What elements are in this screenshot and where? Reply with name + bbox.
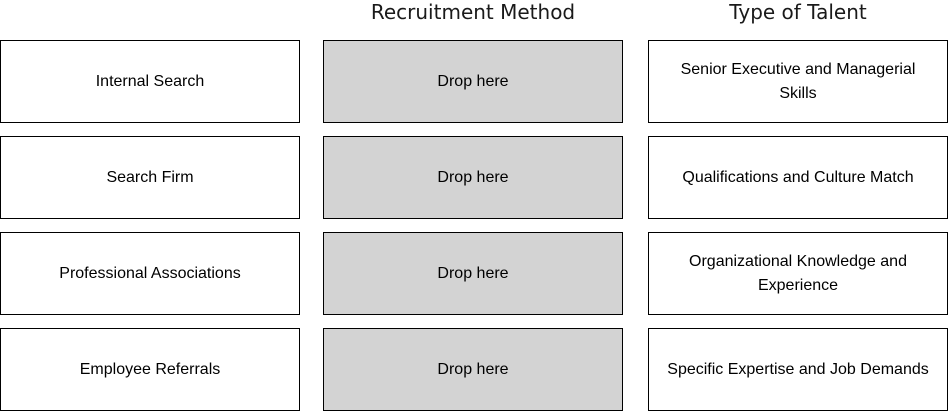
drop-zone-3[interactable]: Drop here — [323, 232, 623, 315]
draggable-card-employee-referrals[interactable]: Employee Referrals — [0, 328, 300, 411]
talent-type-senior-executive: Senior Executive and Managerial Skills — [648, 40, 948, 123]
draggable-card-search-firm[interactable]: Search Firm — [0, 136, 300, 219]
drop-zone-2[interactable]: Drop here — [323, 136, 623, 219]
talent-type-organizational-knowledge: Organizational Knowledge and Experience — [648, 232, 948, 315]
draggable-card-professional-associations[interactable]: Professional Associations — [0, 232, 300, 315]
drop-zone-1[interactable]: Drop here — [323, 40, 623, 123]
type-of-talent-header: Type of Talent — [729, 0, 867, 24]
drop-zone-4[interactable]: Drop here — [323, 328, 623, 411]
recruitment-method-header: Recruitment Method — [370, 0, 576, 24]
talent-type-specific-expertise: Specific Expertise and Job Demands — [648, 328, 948, 411]
talent-type-qualifications-culture: Qualifications and Culture Match — [648, 136, 948, 219]
draggable-card-internal-search[interactable]: Internal Search — [0, 40, 300, 123]
